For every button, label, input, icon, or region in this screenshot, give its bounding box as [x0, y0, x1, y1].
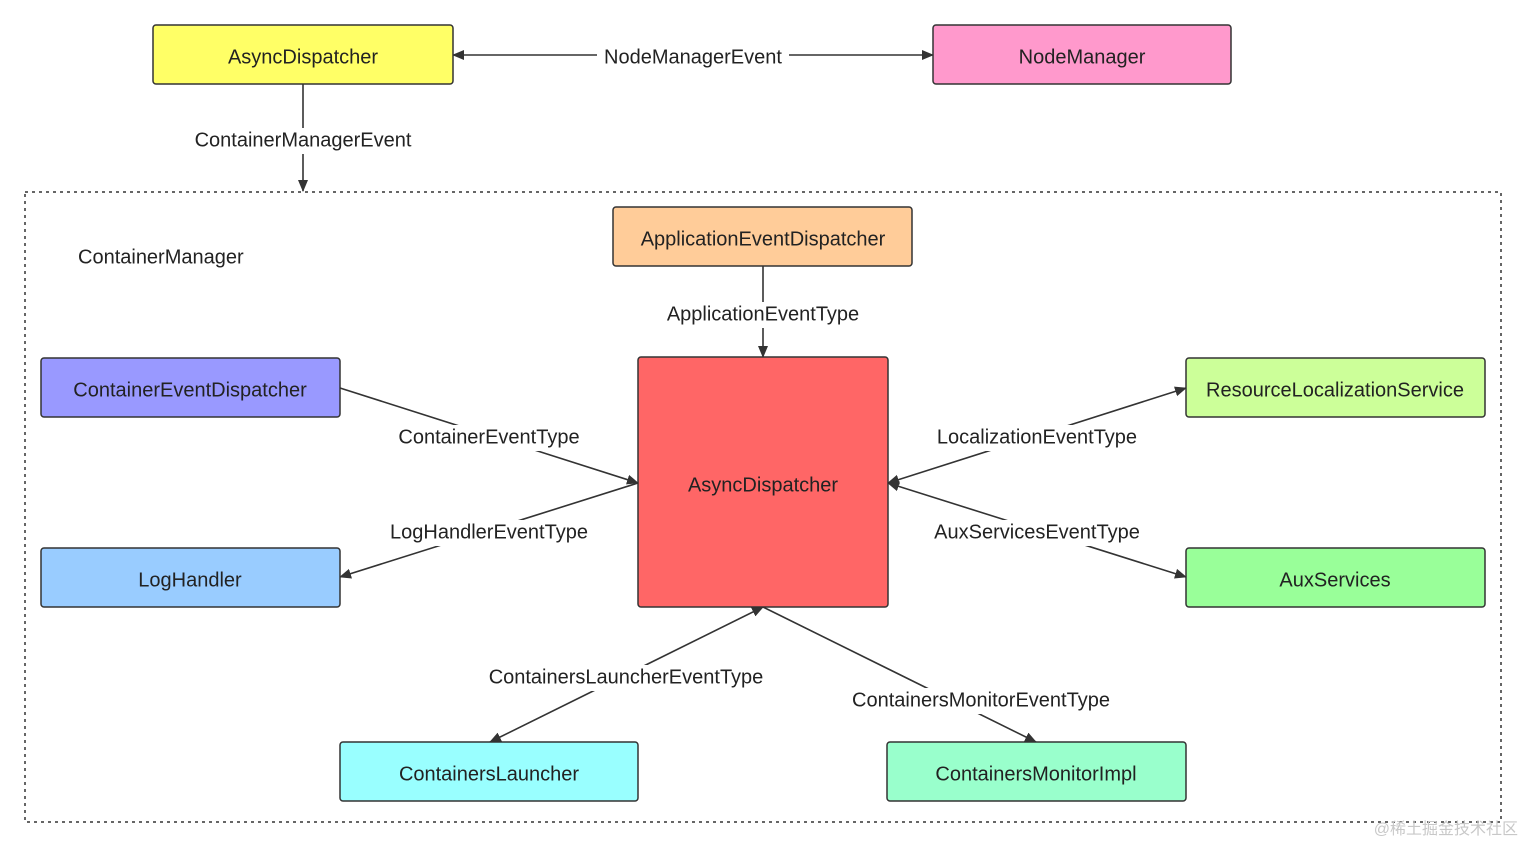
watermark: @稀土掘金技术社区 — [1374, 820, 1518, 838]
label-aux-services-event-type: AuxServicesEventType — [931, 520, 1143, 546]
resource-localization-service-box — [1185, 357, 1486, 418]
log-handler-box — [40, 547, 341, 608]
container-manager-group — [24, 191, 1502, 823]
async-dispatcher-node: AsyncDispatcher — [637, 356, 889, 608]
svg-text:LogHandlerEventType: LogHandlerEventType — [390, 521, 588, 543]
container-event-dispatcher-label: ContainerEventDispatcher — [73, 379, 307, 401]
label-containers-monitor-event-type: ContainersMonitorEventType — [841, 688, 1121, 714]
label-container-manager-event: ContainerManagerEvent — [187, 128, 419, 154]
containers-monitor-impl-box — [886, 741, 1187, 802]
containers-monitor-impl-label: ContainersMonitorImpl — [935, 763, 1136, 785]
containers-launcher-node: ContainersLauncher — [339, 741, 639, 802]
label-log-handler-event-type: LogHandlerEventType — [384, 520, 594, 546]
aux-services-box — [1185, 547, 1486, 608]
label-containers-launcher-event-type: ContainersLauncherEventType — [482, 665, 770, 691]
log-handler-node: LogHandler — [40, 547, 341, 608]
log-handler-label: LogHandler — [138, 569, 242, 591]
node-manager-label: NodeManager — [1019, 46, 1146, 68]
application-event-dispatcher-node: ApplicationEventDispatcher — [612, 206, 913, 267]
svg-text:ContainerManagerEvent: ContainerManagerEvent — [195, 129, 412, 151]
top-async-dispatcher-node: AsyncDispatcher — [152, 24, 454, 85]
containers-monitor-impl-node: ContainersMonitorImpl — [886, 741, 1187, 802]
label-container-event-type: ContainerEventType — [393, 425, 585, 451]
containers-launcher-label: ContainersLauncher — [399, 763, 579, 785]
container-event-dispatcher-box — [40, 357, 341, 418]
container-manager-title: ContainerManager — [78, 246, 244, 268]
async-dispatcher-label: AsyncDispatcher — [688, 474, 838, 496]
svg-text:ContainersMonitorEventType: ContainersMonitorEventType — [852, 689, 1110, 711]
label-node-manager-event: NodeManagerEvent — [597, 45, 789, 69]
svg-text:NodeManagerEvent: NodeManagerEvent — [604, 46, 782, 68]
svg-text:AuxServicesEventType: AuxServicesEventType — [934, 521, 1140, 543]
svg-text:ApplicationEventType: ApplicationEventType — [667, 303, 859, 325]
aux-services-label: AuxServices — [1279, 569, 1390, 591]
resource-localization-service-label: ResourceLocalizationService — [1206, 379, 1464, 401]
label-application-event-type: ApplicationEventType — [659, 302, 867, 328]
async-dispatcher-box — [637, 356, 889, 608]
top-async-dispatcher-box — [152, 24, 454, 85]
svg-text:LocalizationEventType: LocalizationEventType — [937, 426, 1137, 448]
application-event-dispatcher-box — [612, 206, 913, 267]
aux-services-node: AuxServices — [1185, 547, 1486, 608]
svg-text:ContainersLauncherEventType: ContainersLauncherEventType — [489, 666, 764, 688]
top-async-dispatcher-label: AsyncDispatcher — [228, 46, 378, 68]
application-event-dispatcher-label: ApplicationEventDispatcher — [641, 228, 886, 250]
containers-launcher-box — [339, 741, 639, 802]
container-event-dispatcher-node: ContainerEventDispatcher — [40, 357, 341, 418]
node-manager-box — [932, 24, 1232, 85]
node-manager-node: NodeManager — [932, 24, 1232, 85]
edge-containers-monitor-event-type — [762, 606, 1037, 743]
resource-localization-service-node: ResourceLocalizationService — [1185, 357, 1486, 418]
label-localization-event-type: LocalizationEventType — [931, 425, 1143, 451]
svg-text:ContainerEventType: ContainerEventType — [398, 426, 579, 448]
